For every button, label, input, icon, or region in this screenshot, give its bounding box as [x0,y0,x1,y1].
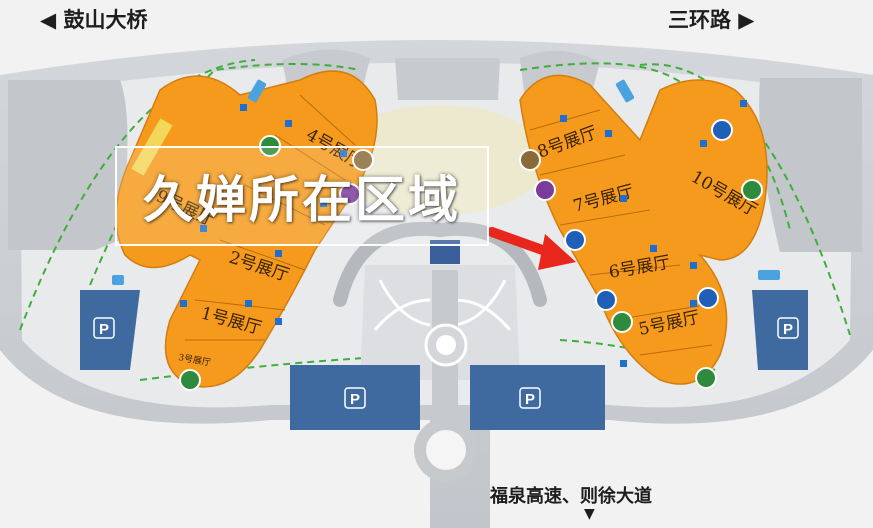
top-center-block [395,58,500,100]
junction-lanes [373,279,512,331]
parking-labels: P P P P [93,317,799,409]
direction-bottom-arrow: ▼ [584,506,595,522]
location-callout: 久婵所在区域 [115,146,489,246]
roundabout-top-island [436,335,456,355]
left-halls [115,70,378,388]
right-building [759,78,862,252]
svg-text:P: P [350,391,360,408]
direction-bottom: 福泉高速、则徐大道 [490,486,652,507]
direction-top-right: 三环路 ▶ [668,8,755,32]
svg-text:P: P [783,321,793,338]
svg-text:P: P [99,321,109,338]
center-oval [332,105,548,215]
center-roads [333,221,547,307]
blue-kiosks [112,79,780,285]
left-hall-dividers [185,94,356,341]
callout-text: 久婵所在区域 [143,171,461,229]
hall-cluster-left [115,70,378,388]
roundabout-bottom-island [426,430,466,470]
parking-lots [80,290,808,430]
right-hall-dividers [529,109,713,356]
svg-text:P: P [525,391,535,408]
direction-arrow [487,227,576,270]
left-building [8,80,128,250]
direction-top-left: ◀ 鼓山大桥 [40,8,148,32]
